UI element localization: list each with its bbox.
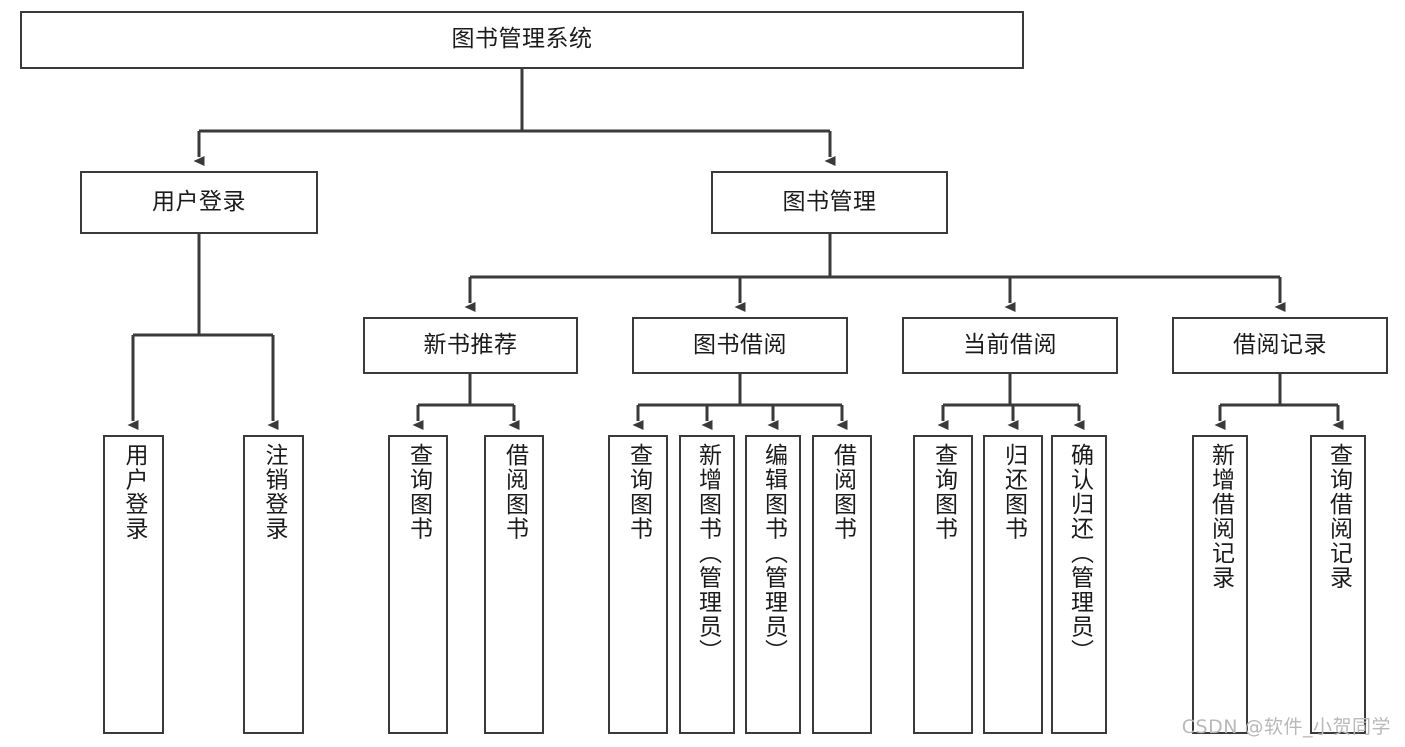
- node-label-leaf-add-record: 新增借阅记录: [1207, 443, 1234, 590]
- node-leaf-logout[interactable]: 注销登录: [243, 435, 304, 734]
- node-leaf-query-book-1[interactable]: 查询图书: [388, 435, 448, 734]
- node-root[interactable]: 图书管理系统: [20, 11, 1024, 69]
- watermark-label: CSDN @软件_小贺同学: [1181, 716, 1391, 738]
- node-leaf-query-record[interactable]: 查询借阅记录: [1310, 435, 1366, 734]
- node-label-leaf-edit-book: 编辑图书（管理员）: [760, 443, 787, 664]
- node-label-leaf-user-login: 用户登录: [121, 443, 147, 541]
- node-leaf-borrow-book-2[interactable]: 借阅图书: [812, 435, 872, 734]
- node-label-leaf-logout: 注销登录: [261, 443, 287, 541]
- node-current-borrow[interactable]: 当前借阅: [902, 317, 1118, 374]
- node-leaf-borrow-book-1[interactable]: 借阅图书: [484, 435, 544, 734]
- node-leaf-confirm-return[interactable]: 确认归还（管理员）: [1051, 435, 1107, 734]
- node-label-leaf-borrow-book-1: 借阅图书: [501, 443, 528, 541]
- node-leaf-return-book[interactable]: 归还图书: [983, 435, 1043, 734]
- node-label-root: 图书管理系统: [451, 26, 593, 53]
- node-label-new-book-recommend: 新书推荐: [423, 331, 518, 358]
- node-label-user-login: 用户登录: [152, 188, 246, 215]
- node-label-leaf-query-book-2: 查询图书: [625, 443, 652, 541]
- node-leaf-query-book-3[interactable]: 查询图书: [913, 435, 973, 734]
- node-leaf-add-book[interactable]: 新增图书（管理员）: [679, 435, 735, 734]
- node-label-current-borrow: 当前借阅: [963, 331, 1057, 358]
- node-new-book-recommend[interactable]: 新书推荐: [363, 317, 578, 374]
- node-label-leaf-query-book-1: 查询图书: [405, 443, 432, 541]
- node-label-leaf-confirm-return: 确认归还（管理员）: [1066, 443, 1093, 664]
- node-label-leaf-query-record: 查询借阅记录: [1325, 443, 1352, 590]
- node-leaf-add-record[interactable]: 新增借阅记录: [1192, 435, 1248, 734]
- node-leaf-query-book-2[interactable]: 查询图书: [608, 435, 668, 734]
- node-book-manage[interactable]: 图书管理: [711, 171, 948, 234]
- node-label-borrow-record: 借阅记录: [1233, 331, 1327, 358]
- node-borrow-record[interactable]: 借阅记录: [1172, 317, 1388, 374]
- node-label-leaf-add-book: 新增图书（管理员）: [694, 443, 721, 664]
- node-leaf-user-login[interactable]: 用户登录: [103, 435, 164, 734]
- node-user-login[interactable]: 用户登录: [80, 171, 318, 234]
- node-leaf-edit-book[interactable]: 编辑图书（管理员）: [745, 435, 801, 734]
- node-label-book-manage: 图书管理: [782, 188, 877, 215]
- node-book-borrow[interactable]: 图书借阅: [632, 317, 848, 374]
- node-label-leaf-query-book-3: 查询图书: [930, 443, 957, 541]
- node-label-leaf-return-book: 归还图书: [1000, 443, 1027, 541]
- node-label-book-borrow: 图书借阅: [693, 331, 787, 358]
- node-label-leaf-borrow-book-2: 借阅图书: [829, 443, 856, 541]
